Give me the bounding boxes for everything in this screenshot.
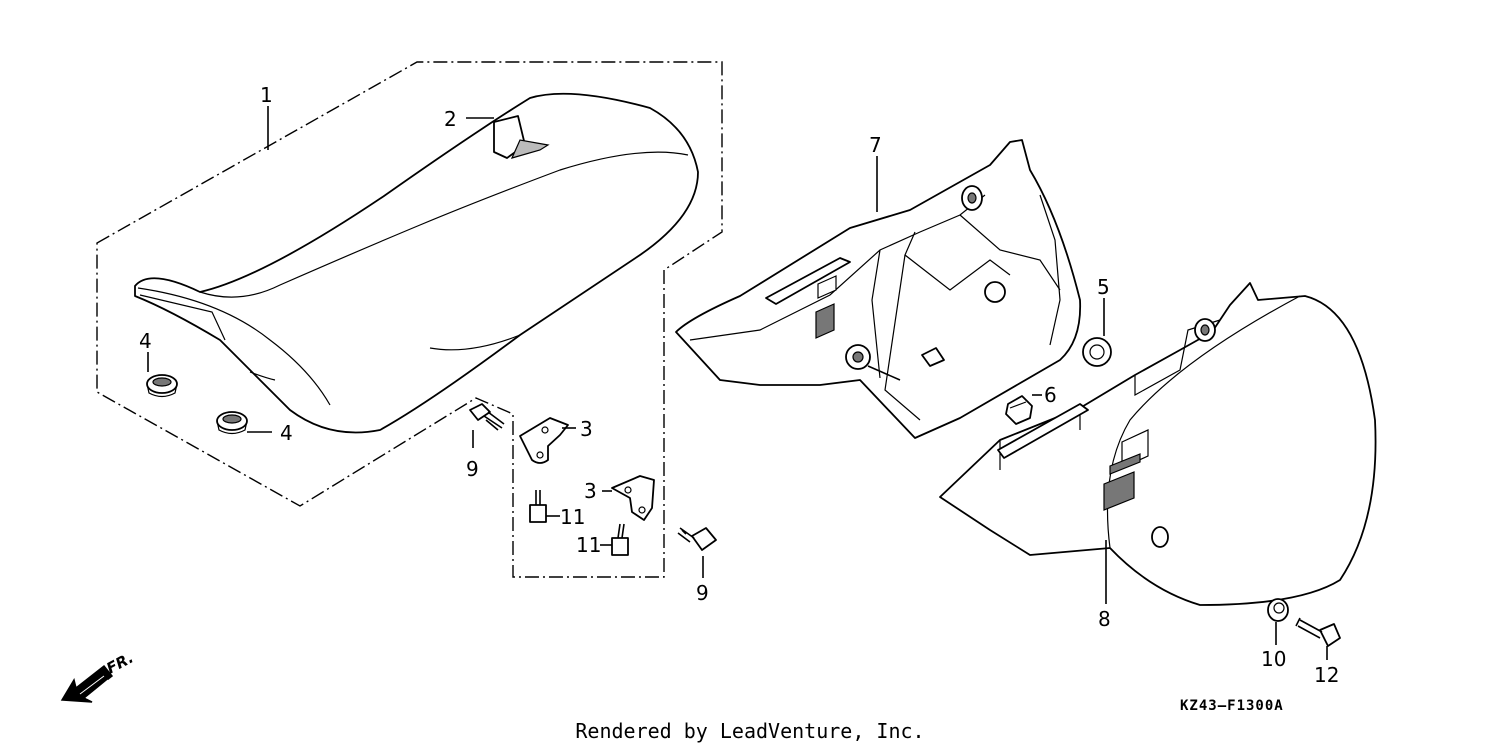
callout-6: 6: [1044, 383, 1057, 407]
callout-9-upper: 9: [466, 457, 479, 481]
callout-12: 12: [1314, 663, 1339, 687]
seat-bracket-upper[interactable]: [519, 417, 569, 464]
seat-group-outline: [96, 61, 723, 578]
footer-credit: Rendered by LeadVenture, Inc.: [575, 719, 924, 743]
grommet-upper[interactable]: [146, 374, 178, 398]
callout-4-upper: 4: [139, 329, 152, 353]
bolt-cover[interactable]: [1295, 617, 1341, 647]
callout-3-lower: 3: [584, 479, 597, 503]
seat-bracket-lower[interactable]: [611, 475, 655, 521]
callout-11-lower: 11: [576, 533, 601, 557]
seat[interactable]: [134, 92, 699, 434]
leader-lines: [147, 106, 1328, 660]
bolt-small-upper[interactable]: [529, 490, 547, 523]
callout-7: 7: [869, 133, 882, 157]
bolt-upper[interactable]: [469, 403, 505, 431]
washer[interactable]: [1267, 598, 1289, 622]
callout-9-lower: 9: [696, 581, 709, 605]
callout-1: 1: [260, 83, 273, 107]
diagram-code: KZ43—F1300A: [1180, 698, 1284, 714]
side-cover-right[interactable]: [939, 282, 1377, 606]
rubber-collar[interactable]: [1082, 337, 1112, 367]
clip-nut[interactable]: [1005, 395, 1033, 425]
callout-8: 8: [1098, 607, 1111, 631]
callout-4-lower: 4: [280, 421, 293, 445]
bolt-small-lower[interactable]: [611, 523, 629, 556]
grommet-lower[interactable]: [216, 411, 248, 435]
side-cover-left[interactable]: [675, 139, 1082, 439]
front-direction-arrow-icon: [60, 664, 114, 703]
callout-11-upper: 11: [560, 505, 585, 529]
callout-3-upper: 3: [580, 417, 593, 441]
callout-5: 5: [1097, 275, 1110, 299]
bolt-lower[interactable]: [677, 527, 717, 551]
callout-2: 2: [444, 107, 457, 131]
callout-10: 10: [1261, 647, 1286, 671]
